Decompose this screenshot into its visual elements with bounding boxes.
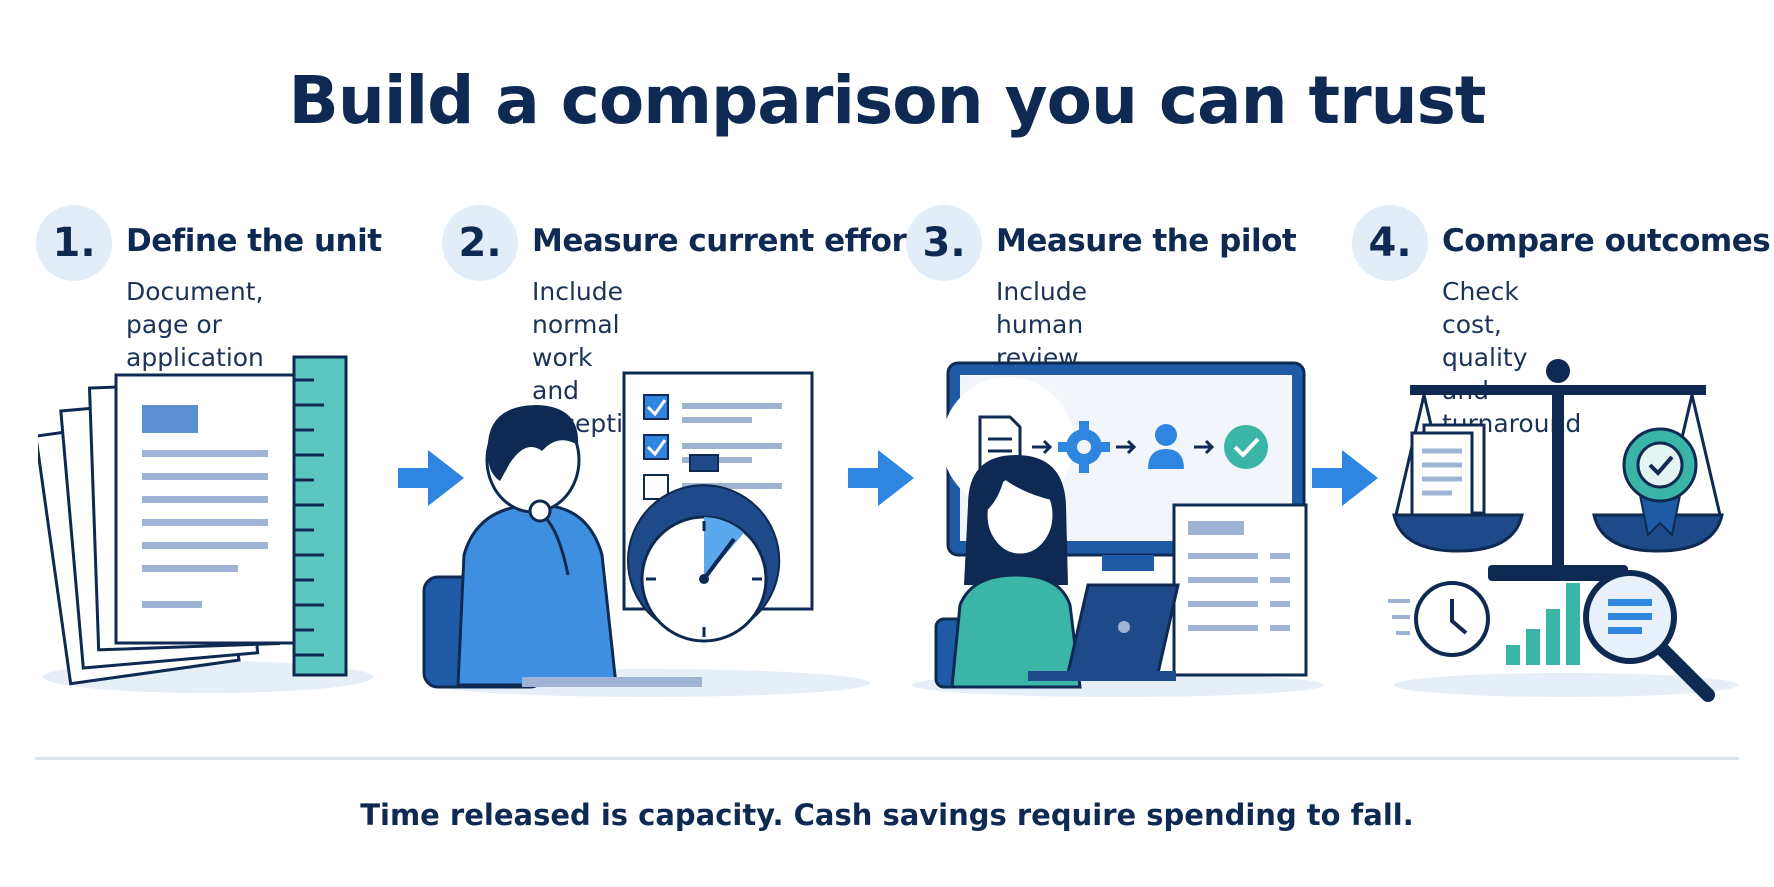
workflow-icons bbox=[978, 415, 1268, 477]
woman-icon bbox=[934, 455, 1082, 689]
check-circle-icon bbox=[1224, 425, 1268, 469]
step-3-number: 3. bbox=[906, 205, 982, 281]
report-icon bbox=[1172, 503, 1308, 677]
arrow-right-icon bbox=[848, 450, 914, 506]
step-4-title: Compare outcomes bbox=[1442, 223, 1771, 259]
person-icon bbox=[422, 405, 702, 689]
step-1-description: Document, page or application bbox=[126, 277, 264, 372]
stopwatch-icon bbox=[626, 454, 781, 643]
arrow-right-icon bbox=[1312, 450, 1378, 506]
footer-note: Time released is capacity. Cash savings … bbox=[360, 798, 1414, 832]
page-title: Build a comparison you can trust bbox=[288, 62, 1487, 139]
magnifier-icon bbox=[1583, 570, 1715, 702]
clock-icon bbox=[1388, 581, 1490, 657]
pilot-illustration bbox=[912, 361, 1324, 697]
comparison-illustration bbox=[1388, 359, 1738, 702]
document-stack-icon bbox=[38, 373, 318, 686]
step-1-title: Define the unit bbox=[126, 223, 382, 259]
document-icon bbox=[1410, 423, 1486, 517]
divider bbox=[35, 757, 1739, 760]
ruler-icon bbox=[292, 355, 348, 677]
arrow-right-icon bbox=[398, 450, 464, 506]
measuring-effort-illustration bbox=[422, 371, 870, 697]
step-1-number: 1. bbox=[36, 205, 112, 281]
laptop-icon bbox=[1028, 583, 1180, 681]
step-3-title: Measure the pilot bbox=[996, 223, 1297, 259]
step-2-title: Measure current effort bbox=[532, 223, 921, 259]
step-2-number: 2. bbox=[442, 205, 518, 281]
step-4-number: 4. bbox=[1352, 205, 1428, 281]
user-icon bbox=[1148, 424, 1184, 469]
bar-chart-icon bbox=[1506, 583, 1580, 665]
gear-icon bbox=[1058, 421, 1110, 473]
award-badge-icon bbox=[1622, 427, 1698, 538]
scale-icon bbox=[1392, 359, 1724, 581]
documents-illustration bbox=[38, 355, 373, 693]
